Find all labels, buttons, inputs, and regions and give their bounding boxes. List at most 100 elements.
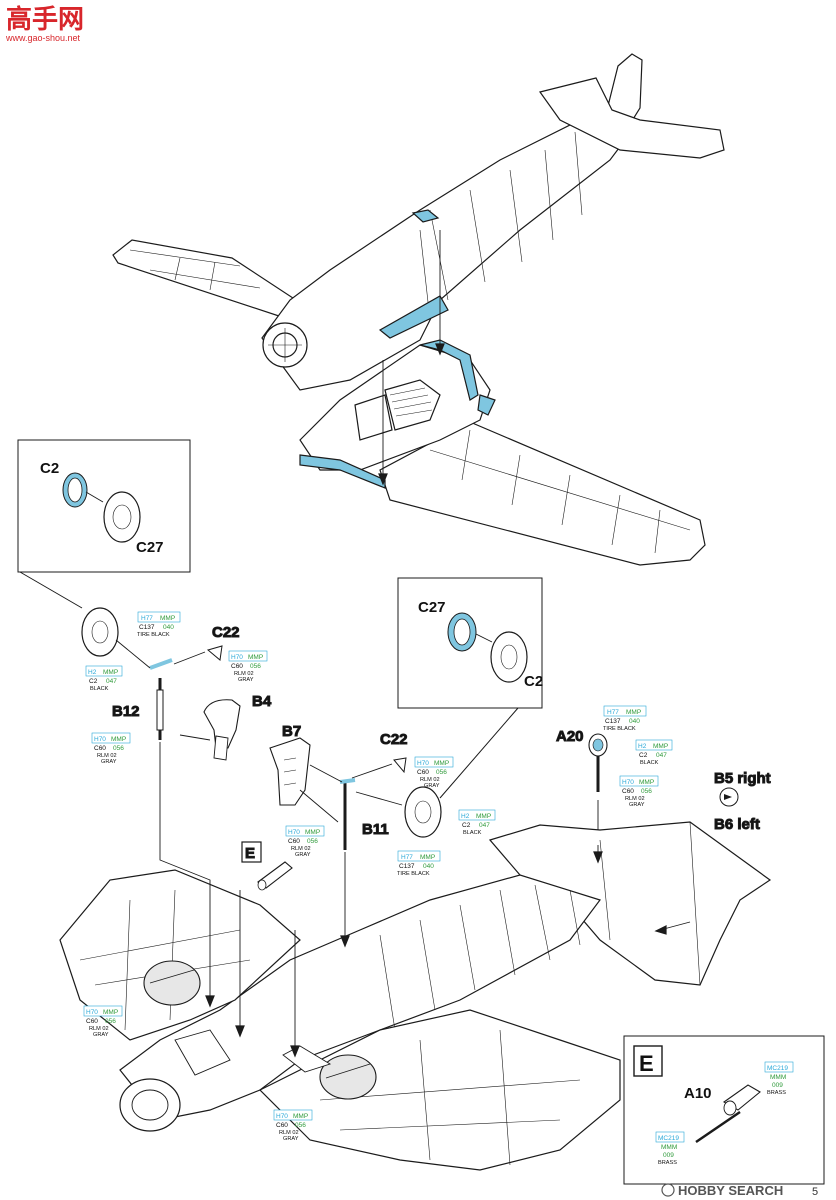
paint-code-n: 056 [105,1018,116,1025]
watermark-brand: HOBBY SEARCH [678,1183,783,1198]
paint-code-m: MMP [293,1113,308,1120]
paint-code-c: C60 [417,769,429,776]
label-b6: B6 left [714,816,760,833]
paint-name: GRAY [93,1032,109,1038]
label-a20: A20 [556,728,584,745]
paint-callout-black1: H2 MMP C2 047 BLACK [85,665,123,692]
part-b7-plate [269,737,311,806]
paint-code-h: H77 [607,709,619,716]
paint-code-h: H2 [638,743,647,750]
paint-code-m: MMP [248,654,263,661]
paint-name: GRAY [238,677,254,683]
paint-code-m: MMP [639,779,654,786]
paint-name: BRASS [767,1090,786,1096]
paint-code-n: 040 [629,718,640,725]
paint-code-h: MC219 [658,1135,679,1142]
wheel-well-right [319,1054,377,1100]
paint-code-h: H77 [401,854,413,861]
label-e-small: E [245,845,255,862]
label-b11: B11 [362,821,389,838]
part-e-small: E [241,841,293,891]
wheel-left [81,607,119,657]
paint-callout-brass1: MC219 MMM 009 BRASS [764,1061,794,1096]
watermark-main: 高手网 [6,4,84,34]
paint-callout-gray-a20: H70 MMP C60 056 RLM 02 GRAY [619,775,659,808]
wheel-center [404,786,442,838]
paint-name: GRAY [424,783,440,789]
top-watermark: 高手网 www.gao-shou.net [5,4,84,43]
paint-code-h: H77 [141,615,153,622]
paint-code-h: H2 [88,669,97,676]
paint-code-n: 009 [772,1082,783,1089]
lower-right-wing [258,1009,621,1171]
label-c27-mid: C27 [418,599,446,616]
paint-code-h: H70 [622,779,634,786]
lower-fuselage [119,874,601,1121]
upper-airplane [112,53,725,566]
label-b4: B4 [252,693,272,710]
paint-name: GRAY [629,802,645,808]
label-a10: A10 [684,1085,712,1102]
paint-code-n: 047 [656,752,667,759]
paint-code-m: MMP [653,743,668,750]
paint-code-h: H2 [461,813,470,820]
paint-code-m: MMM [770,1074,786,1081]
paint-callout-gray-right: H70 MMP C60 056 RLM 02 GRAY [273,1109,313,1142]
paint-code-m: MMP [305,829,320,836]
left-gear-assembly: C22 B4 B12 [81,607,272,761]
label-c27-top: C27 [136,539,164,556]
paint-code-c: C60 [288,838,300,845]
paint-code-c: C2 [462,822,471,829]
paint-code-n: 040 [163,624,174,631]
paint-code-m: MMP [434,760,449,767]
paint-name: RLM 02 [89,1026,109,1032]
paint-name: BLACK [90,686,109,692]
label-c22-center: C22 [380,731,408,748]
wheel-well-left [143,960,201,1006]
wheel-detail-box-left: C2 C27 [17,439,191,609]
paint-code-m: MMP [160,615,175,622]
paint-callout-gray-c22b: H70 MMP C60 056 RLM 02 GRAY [414,756,454,789]
paint-code-c: C60 [622,788,634,795]
paint-name: GRAY [101,759,117,765]
paint-name: TIRE BLACK [137,632,170,638]
part-c22-left [206,645,223,661]
paint-code-h: H70 [86,1009,98,1016]
page-number: 5 [812,1186,818,1198]
paint-code-n: 056 [436,769,447,776]
paint-name: BLACK [640,760,659,766]
paint-code-n: 056 [295,1122,306,1129]
paint-name: RLM 02 [420,777,440,783]
horizontal-stabilizer [538,77,725,159]
paint-name: RLM 02 [291,846,311,852]
paint-code-n: 056 [113,745,124,752]
paint-code-m: MMP [626,709,641,716]
tail-wheel-assembly: A20 B5 right B6 left [556,728,771,845]
paint-name: BLACK [463,830,482,836]
paint-name: GRAY [295,852,311,858]
paint-callout-tire3: H77 MMP C137 040 TIRE BLACK [603,705,647,732]
paint-code-n: 009 [663,1152,674,1159]
paint-callout-gray-left: H70 MMP C60 056 RLM 02 GRAY [83,1005,123,1038]
label-b7: B7 [282,723,301,740]
paint-code-n: 047 [106,678,117,685]
paint-name: RLM 02 [625,796,645,802]
paint-code-h: H70 [417,760,429,767]
paint-name: RLM 02 [279,1130,299,1136]
paint-name: TIRE BLACK [397,871,430,877]
paint-code-c: C2 [89,678,98,685]
paint-code-c: C2 [639,752,648,759]
paint-callout-gray-b12: H70 MMP C60 056 RLM 02 GRAY [91,732,131,765]
center-gear-assembly: B7 C22 B11 [269,723,442,850]
paint-callout-black3: H2 MMP C2 047 BLACK [635,739,673,766]
label-e-box: E [639,1051,654,1076]
label-b5: B5 right [714,770,771,787]
paint-code-c: C60 [231,663,243,670]
paint-name: RLM 02 [97,753,117,759]
paint-code-h: H70 [94,736,106,743]
paint-callout-gray-c22a: H70 MMP C60 056 RLM 02 GRAY [228,650,268,683]
paint-name: RLM 02 [234,671,254,677]
label-c2-top: C2 [40,460,59,477]
paint-code-n: 047 [479,822,490,829]
paint-code-m: MMP [103,669,118,676]
